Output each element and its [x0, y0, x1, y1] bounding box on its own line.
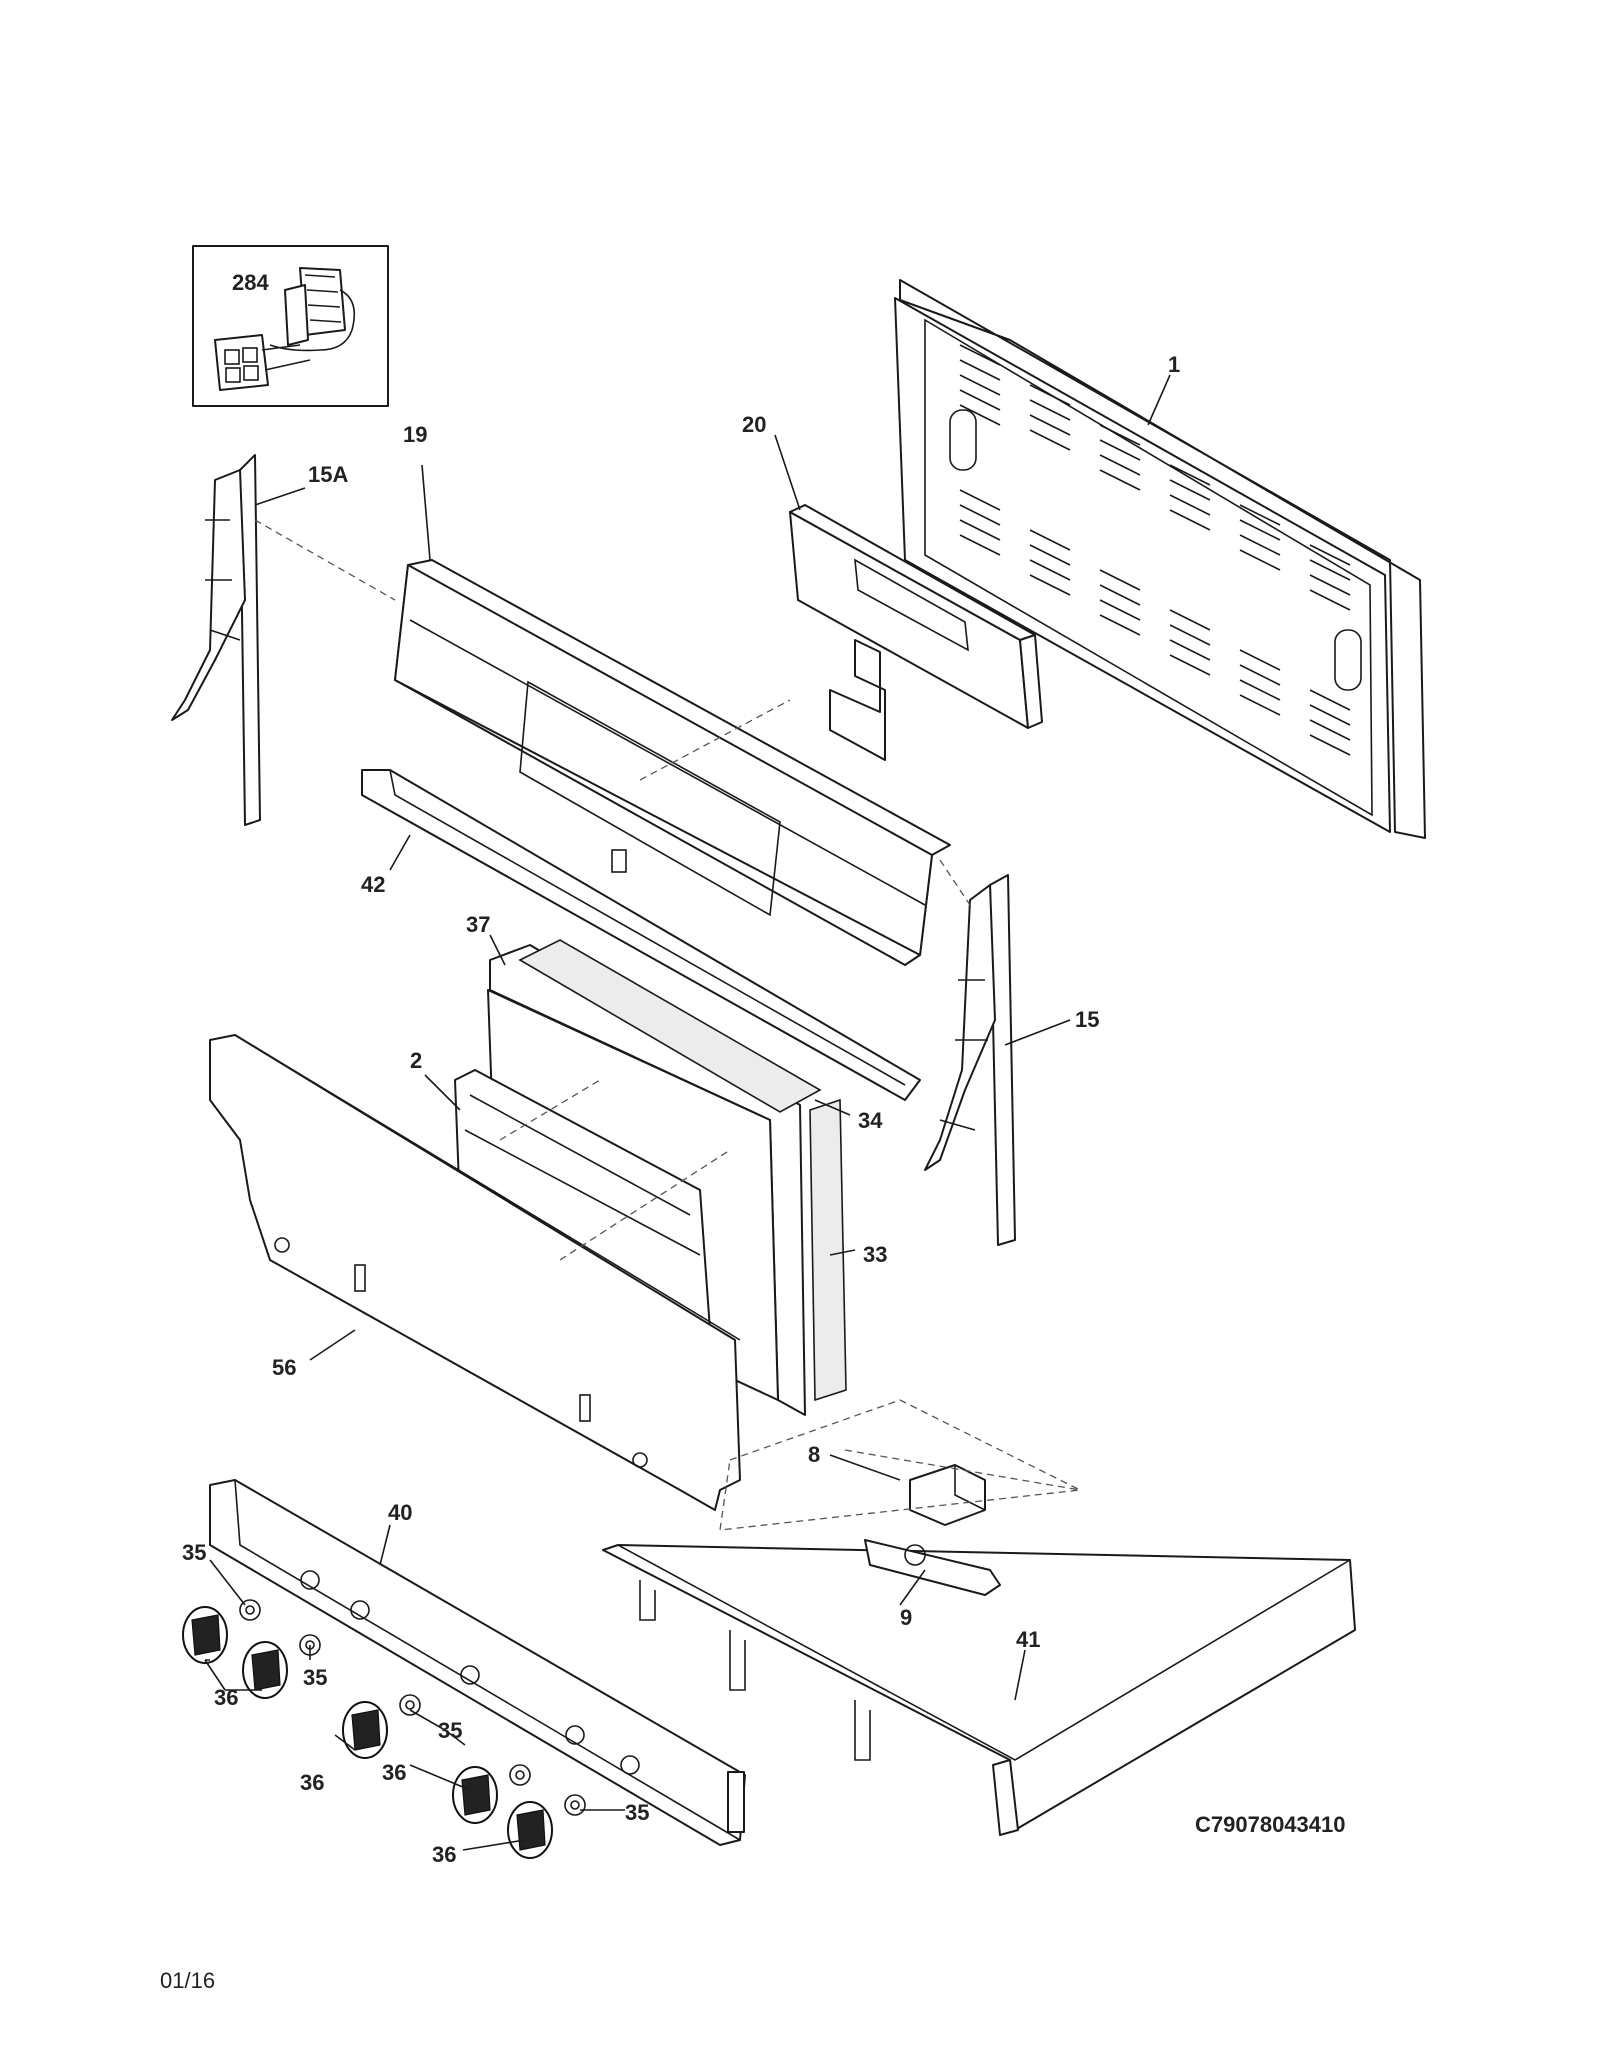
callout-8: 8 — [808, 1442, 820, 1467]
callout-37: 37 — [466, 912, 490, 937]
callout-20: 20 — [742, 412, 766, 437]
callout-35: 35 — [438, 1718, 462, 1743]
callout-19: 19 — [403, 422, 427, 447]
trim-strip-part-42 — [361, 769, 921, 1101]
callout-36: 36 — [214, 1685, 238, 1710]
callout-42: 42 — [361, 872, 385, 897]
knob-part-36 — [507, 1801, 553, 1859]
knobs-and-bezels — [182, 1599, 586, 1859]
inset-transformer-box — [192, 245, 389, 407]
control-board-part-20 — [789, 504, 1043, 761]
lower-trim-part-41 — [602, 1544, 1356, 1836]
callout-labels: 284 1 19 20 15A 42 37 15 2 34 33 56 8 40… — [182, 270, 1180, 1867]
knob-part-36 — [342, 1701, 388, 1759]
callout-15: 15 — [1075, 1007, 1099, 1032]
manifold-panel-part-40 — [209, 1479, 746, 1846]
callout-284: 284 — [232, 270, 269, 295]
switch-part-8 — [909, 1464, 986, 1526]
callout-33: 33 — [863, 1242, 887, 1267]
knob-part-36 — [242, 1641, 288, 1699]
callout-2: 2 — [410, 1048, 422, 1073]
washer-part-35 — [239, 1599, 586, 1816]
leader-lines — [204, 374, 1171, 1851]
insulation-side-part-33 — [809, 1098, 847, 1402]
vent-slots — [959, 344, 1351, 756]
callout-36: 36 — [300, 1770, 324, 1795]
rear-panel-part-1 — [894, 279, 1426, 839]
alignment-lines — [254, 519, 1083, 1531]
callout-40: 40 — [388, 1500, 412, 1525]
callout-1: 1 — [1168, 352, 1180, 377]
callout-35: 35 — [182, 1540, 206, 1565]
transformer-part-284 — [214, 267, 356, 391]
callout-15A: 15A — [308, 462, 348, 487]
callout-35: 35 — [625, 1800, 649, 1825]
callout-56: 56 — [272, 1355, 296, 1380]
right-end-bracket-part-15 — [924, 874, 1016, 1246]
insulation-pad-part-34 — [518, 939, 822, 1113]
left-end-bracket-part-15A — [171, 454, 261, 826]
front-panel-part-56 — [209, 1034, 741, 1511]
page-date: 01/16 — [160, 1968, 215, 1993]
callout-34: 34 — [858, 1108, 883, 1133]
callout-9: 9 — [900, 1605, 912, 1630]
bracket-part-9 — [864, 1539, 1001, 1596]
knob-part-36 — [182, 1606, 228, 1664]
callout-36: 36 — [432, 1842, 456, 1867]
callout-36: 36 — [382, 1760, 406, 1785]
callout-35: 35 — [303, 1665, 327, 1690]
knob-part-36 — [452, 1766, 498, 1824]
drawing-code: C79078043410 — [1195, 1812, 1345, 1837]
callout-41: 41 — [1016, 1627, 1040, 1652]
